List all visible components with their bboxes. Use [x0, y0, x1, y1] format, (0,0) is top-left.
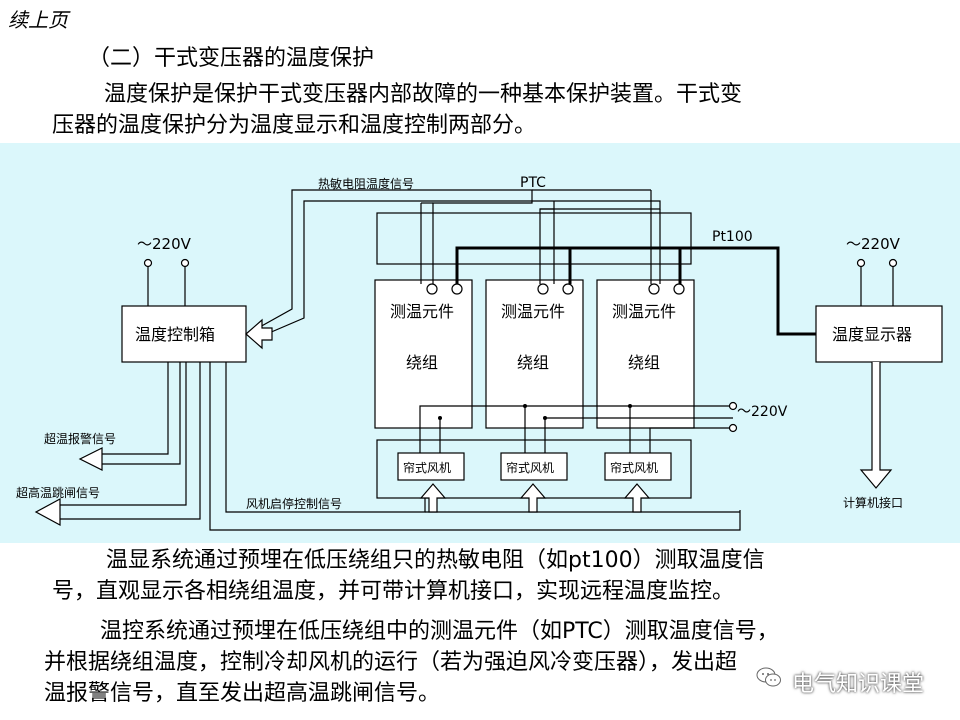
- body-p2-line-3: 温报警信号，直至发出超高温跳闸信号。: [44, 681, 441, 706]
- fan-label-3: 帘式风机: [610, 460, 658, 475]
- winding-label-1: 绕组: [406, 353, 438, 372]
- sensor-label-3: 测温元件: [612, 302, 676, 321]
- winding-box-2: [485, 279, 584, 429]
- body-p2-line-2: 并根据绕组温度，控制冷却风机的运行（若为强迫风冷变压器），发出超: [44, 650, 738, 675]
- alarm-line: [102, 362, 169, 455]
- watermark-text: 电气知识课堂: [792, 672, 925, 697]
- pt100-label: Pt100: [712, 229, 753, 245]
- winding-label-2: 绕组: [517, 353, 549, 372]
- fan-control-line: [209, 362, 741, 531]
- fan-box-3: [604, 452, 672, 481]
- thermistor-signal-label: 热敏电阻温度信号: [318, 176, 414, 191]
- intro-line-2: 压器的温度保护分为温度显示和温度控制两部分。: [52, 113, 537, 138]
- trip-line: [60, 362, 187, 506]
- ac-right-label: ～220V: [846, 235, 901, 253]
- wechat-icon: [756, 667, 781, 687]
- control-box: [121, 305, 247, 363]
- display-label: 温度显示器: [832, 325, 912, 344]
- ac-left-label: ～220V: [137, 235, 192, 253]
- body-p2-line-1: 温控系统通过预埋在低压绕组中的测温元件（如PTC）测取温度信号，: [100, 619, 779, 644]
- over-temp-alarm-label: 超温报警信号: [44, 431, 116, 446]
- winding-box-3: [596, 279, 695, 429]
- temperature-protection-diagram: 热敏电阻温度信号 PTC Pt100 ～220V ～220V ～220V 温度控…: [16, 175, 943, 531]
- diagram-panel: 热敏电阻温度信号 PTC Pt100 ～220V ～220V ～220V 温度控…: [0, 143, 960, 543]
- winding-box-1: [374, 279, 473, 429]
- section-title: （二）干式变压器的温度保护: [88, 46, 375, 71]
- over-temp-trip-label: 超高温跳闸信号: [16, 485, 100, 500]
- winding-label-3: 绕组: [628, 353, 660, 372]
- continued-label: 续上页: [8, 8, 68, 32]
- fan-control-signal-label: 风机启停控制信号: [246, 496, 342, 511]
- body-p1-line-1: 温显系统通过预埋在低压绕组只的热敏电阻（如pt100）测取温度信: [106, 548, 765, 573]
- control-box-label: 温度控制箱: [135, 325, 215, 344]
- pt100-line: [455, 246, 816, 336]
- body-p1-line-2: 号，直观显示各相绕组温度，并可带计算机接口，实现远程温度监控。: [52, 579, 735, 604]
- transformer-outline: [376, 212, 692, 265]
- ptc-label: PTC: [520, 175, 546, 191]
- fan-box-1: [397, 452, 465, 481]
- sensor-label-1: 测温元件: [390, 302, 454, 321]
- fan-box-2: [500, 452, 568, 481]
- fan-label-2: 帘式风机: [506, 460, 554, 475]
- intro-line-1: 温度保护是保护干式变压器内部故障的一种基本保护装置。干式变: [104, 82, 743, 107]
- fan-label-1: 帘式风机: [403, 460, 451, 475]
- computer-interface-label: 计算机接口: [843, 495, 903, 510]
- ac-fan-label: ～220V: [737, 404, 788, 420]
- sensor-label-2: 测温元件: [501, 302, 565, 321]
